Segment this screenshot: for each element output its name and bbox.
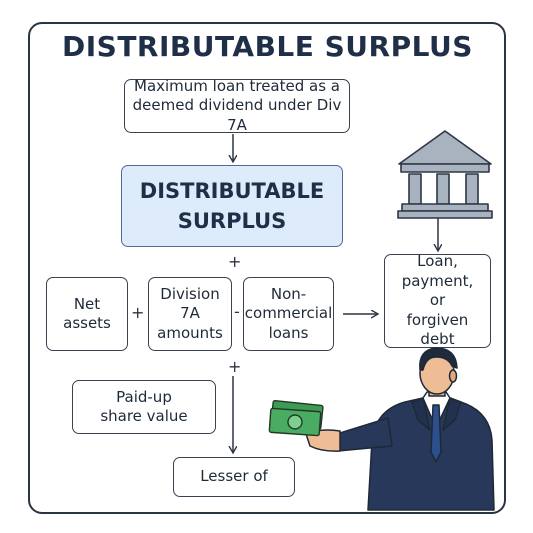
box-lesser-of: Lesser of xyxy=(173,457,295,497)
plus-operator-lower: + xyxy=(228,357,242,376)
box-distributable-surplus: DISTRIBUTABLE SURPLUS xyxy=(121,165,343,247)
businessman-illustration xyxy=(305,347,495,511)
cash-bundle-icon xyxy=(268,399,324,437)
box-max-loan: Maximum loan treated as a deemed dividen… xyxy=(124,77,350,134)
diagram-title: DISTRIBUTABLE SURPLUS xyxy=(62,30,473,63)
minus-operator-row: - xyxy=(234,302,240,321)
plus-operator-row: + xyxy=(131,303,145,322)
plus-operator-main: + xyxy=(228,252,242,271)
box-loan-payment-forgiven-debt: Loan, payment, or forgiven debt xyxy=(384,252,491,348)
box-division-7a: Division 7A amounts xyxy=(148,277,232,351)
bank-building-icon xyxy=(397,130,493,219)
box-non-commercial-loans: Non-commercial loans xyxy=(243,277,334,351)
box-paid-up-share-value: Paid-up share value xyxy=(72,380,216,434)
box-net-assets: Net assets xyxy=(46,277,128,351)
